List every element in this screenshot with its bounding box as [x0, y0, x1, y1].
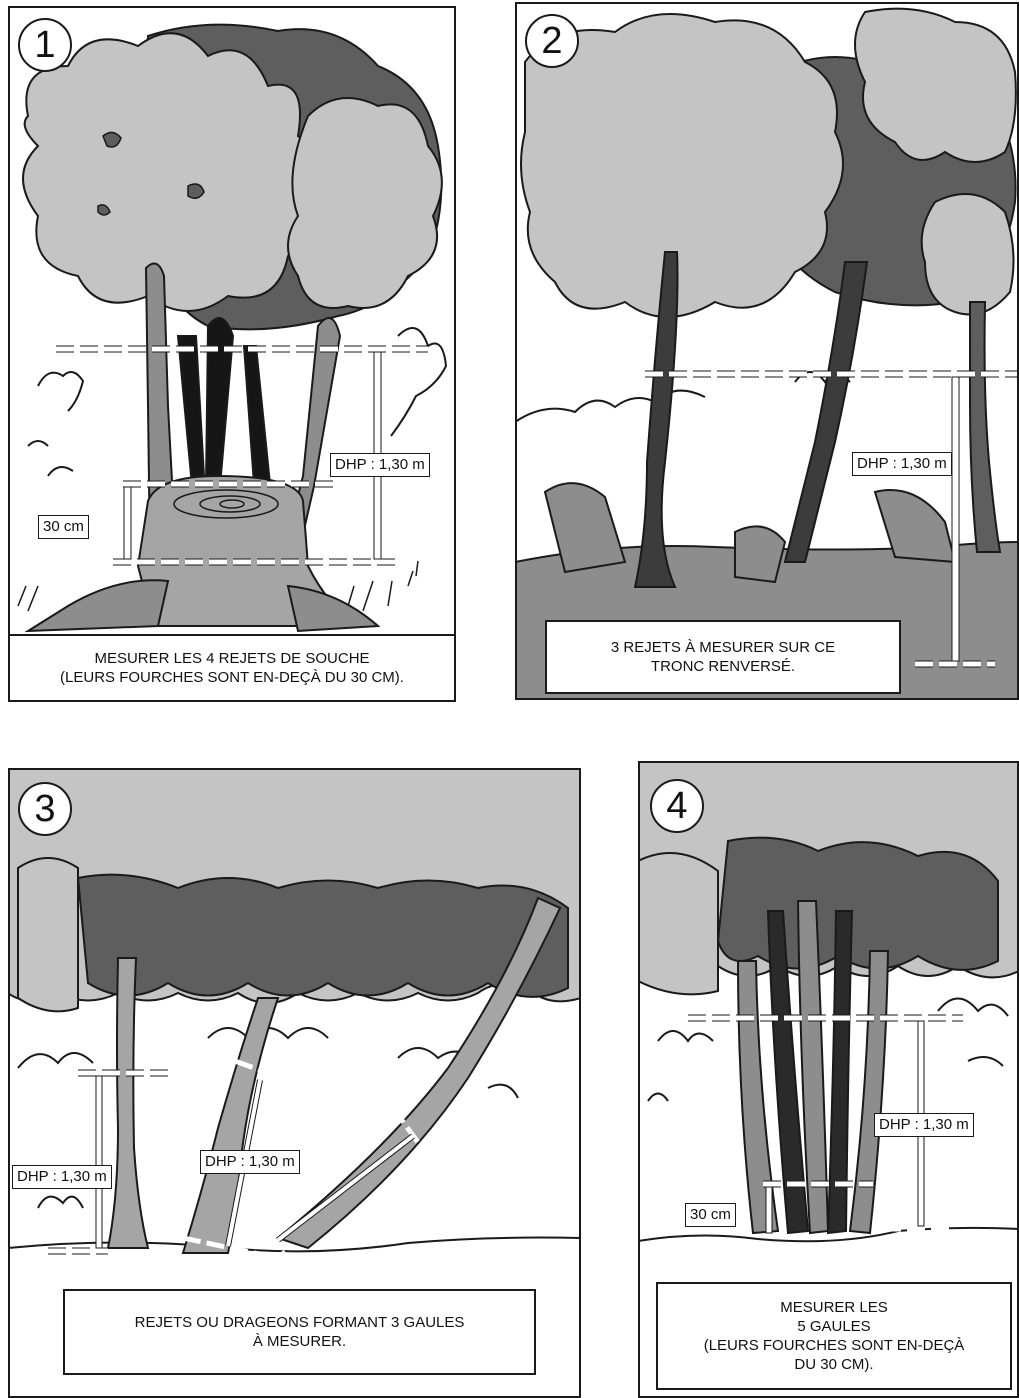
light-foliage [288, 98, 442, 308]
stump-height-label: 30 cm [38, 515, 89, 539]
caption-box: MESURER LES 4 REJETS DE SOUCHE (LEURS FO… [8, 634, 456, 702]
stump-height-label: 30 cm [685, 1203, 736, 1227]
caption-line: 3 REJETS À MESURER SUR CE [611, 638, 835, 657]
caption-line: 5 GAULES [797, 1317, 870, 1336]
panel-1-illustration [8, 6, 456, 702]
light-foliage [922, 194, 1014, 315]
caption-box: 3 REJETS À MESURER SUR CE TRONC RENVERSÉ… [545, 620, 901, 694]
panel-3: 3 DHP : 1,30 m DHP : 1,30 m REJETS OU DR… [8, 768, 581, 1398]
caption-line: MESURER LES 4 REJETS DE SOUCHE [94, 649, 369, 668]
stem-3 [970, 302, 1000, 552]
dhp-label: DHP : 1,30 m [330, 453, 430, 477]
caption-box: REJETS OU DRAGEONS FORMANT 3 GAULES À ME… [63, 1289, 536, 1375]
stem-black-3 [244, 346, 270, 484]
caption-line: MESURER LES [780, 1298, 888, 1317]
dark-foliage [78, 875, 568, 997]
stem-center [183, 998, 278, 1253]
panel-2: 2 DHP : 1,30 m 3 REJETS À MESURER SUR CE… [515, 2, 1019, 700]
caption-line: REJETS OU DRAGEONS FORMANT 3 GAULES [135, 1313, 465, 1332]
dhp-label-left: DHP : 1,30 m [12, 1165, 112, 1189]
stump-rings [174, 490, 278, 518]
caption-box: MESURER LES 5 GAULES (LEURS FOURCHES SON… [656, 1282, 1012, 1390]
panel-number: 1 [18, 18, 72, 72]
dark-foliage [718, 838, 998, 970]
caption-line: À MESURER. [253, 1332, 346, 1351]
stem-left [108, 958, 148, 1248]
caption-line: DU 30 CM). [794, 1355, 873, 1374]
stem-black-2 [206, 318, 233, 486]
panel-4: 4 DHP : 1,30 m DHP : 1,30 m 30 cm MESURE… [638, 761, 1019, 1398]
caption-line: TRONC RENVERSÉ. [651, 657, 795, 676]
dhp-label: DHP : 1,30 m [874, 1113, 974, 1137]
caption-line: (LEURS FOURCHES SONT EN-DEÇÀ [704, 1336, 965, 1355]
stem-black-1 [178, 336, 204, 486]
panel-number: 2 [525, 14, 579, 68]
dhp-label-center: DHP : 1,30 m [200, 1150, 300, 1174]
caption-line: (LEURS FOURCHES SONT EN-DEÇÀ DU 30 CM). [60, 668, 404, 687]
panel-number: 3 [18, 782, 72, 836]
stem-2 [785, 262, 867, 562]
panel-1: 1 DHP : 1,30 m 30 cm MESURER LES 4 REJET… [8, 6, 456, 702]
stem-5 [850, 951, 888, 1233]
panel-number: 4 [650, 779, 704, 833]
dhp-label: DHP : 1,30 m [852, 452, 952, 476]
panel-2-illustration [515, 2, 1019, 700]
